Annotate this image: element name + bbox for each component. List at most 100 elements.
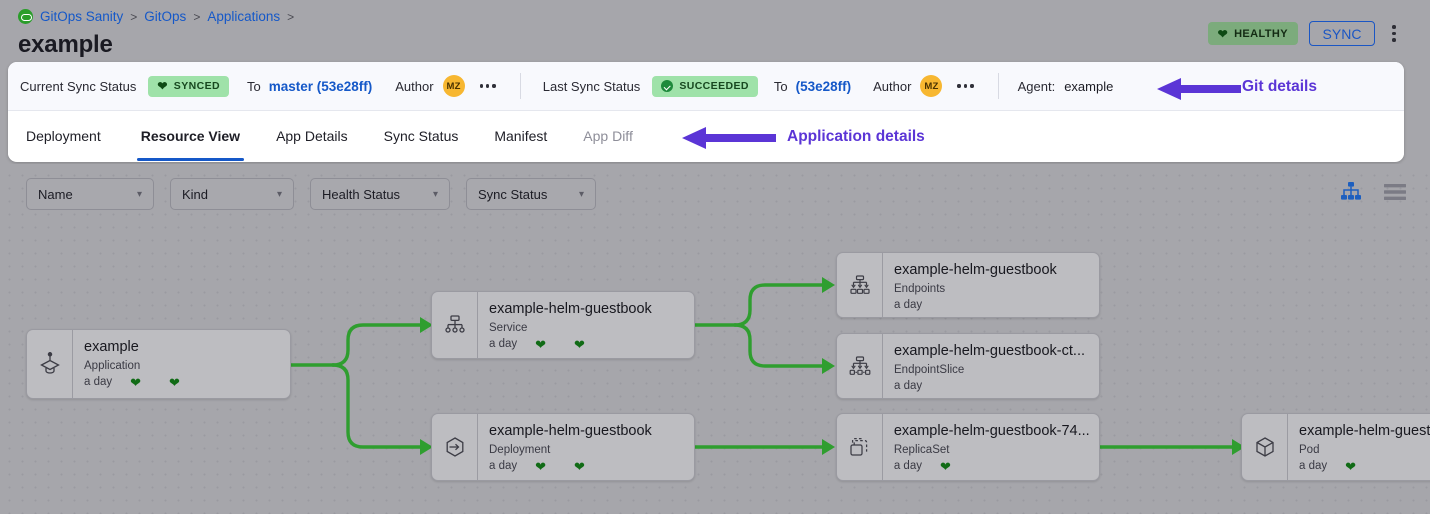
resource-node-kind: EndpointSlice xyxy=(894,363,965,376)
health-heart-icon: ❤ xyxy=(939,458,951,474)
resource-node-service[interactable]: example-helm-guestbook Service a day ❤ ❤ xyxy=(431,291,695,359)
deployment-icon xyxy=(432,414,478,480)
resource-node-replicaset[interactable]: example-helm-guestbook-74... ReplicaSet … xyxy=(836,413,1100,481)
resource-node-body: example-helm-guestbook Service a day ❤ ❤ xyxy=(478,292,662,358)
list-view-icon[interactable] xyxy=(1384,183,1406,201)
tab-resource-view[interactable]: Resource View xyxy=(123,111,258,161)
resource-node-name: example-helm-guestbook-ct... xyxy=(894,343,1085,359)
filter-bar: Name ▾ Kind ▾ Health Status ▾ Sync Statu… xyxy=(26,178,596,210)
last-revision-link[interactable]: (53e28ff) xyxy=(795,78,852,94)
resource-node-meta: a day ❤ ❤ xyxy=(489,338,652,351)
check-circle-icon xyxy=(661,80,674,92)
current-sync-status-label: Current Sync Status xyxy=(20,78,137,94)
resource-node-meta: a day xyxy=(894,380,1085,392)
current-author-label: Author xyxy=(395,78,434,94)
filter-kind[interactable]: Kind ▾ xyxy=(170,178,294,210)
health-status-badge: ❤ HEALTHY xyxy=(1207,22,1298,45)
breadcrumb-item-gitops[interactable]: GitOps xyxy=(144,9,187,24)
resource-node-age: a day xyxy=(489,460,518,473)
agent-value: example xyxy=(1064,78,1114,94)
heart-icon: ❤ xyxy=(1217,26,1229,41)
resource-node-kind: Application xyxy=(84,359,141,372)
sync-heart-icon: ❤ xyxy=(574,336,585,352)
resource-node-age: a day xyxy=(894,379,923,392)
resource-node-meta: a day ❤ xyxy=(894,460,1089,473)
top-header: GitOps Sanity > GitOps > Applications > … xyxy=(0,0,1430,64)
resource-node-age: a day xyxy=(893,460,922,473)
left-arrow-annotation xyxy=(682,127,776,149)
resource-tree-canvas[interactable]: example Application a day ❤ ❤ example-he… xyxy=(0,164,1430,514)
endpointslice-icon xyxy=(837,334,883,398)
current-to-label: To xyxy=(246,78,261,94)
agent-label: Agent: xyxy=(1017,78,1056,94)
health-heart-icon: ❤ xyxy=(535,458,547,474)
resource-node-meta: a day ❤ xyxy=(1299,460,1430,473)
tab-app-details[interactable]: App Details xyxy=(276,128,348,144)
filter-name[interactable]: Name ▾ xyxy=(26,178,154,210)
resource-node-name: example-helm-guest xyxy=(1299,423,1430,439)
service-icon xyxy=(432,292,478,358)
resource-node-kind: ReplicaSet xyxy=(893,443,950,456)
breadcrumb: GitOps Sanity > GitOps > Applications > xyxy=(18,9,294,24)
resource-node-endpointslice[interactable]: example-helm-guestbook-ct... EndpointSli… xyxy=(836,333,1100,399)
tree-view-icon[interactable] xyxy=(1340,182,1362,202)
page-title: example xyxy=(18,31,113,58)
vertical-dots-icon[interactable] xyxy=(1384,21,1404,46)
breadcrumb-item-applications[interactable]: Applications xyxy=(207,9,281,24)
sync-button[interactable]: SYNC xyxy=(1309,21,1375,46)
view-toggle-group xyxy=(1340,182,1406,202)
resource-node-age: a day xyxy=(1299,460,1328,473)
breadcrumb-item-gitops-sanity[interactable]: GitOps Sanity xyxy=(40,9,124,24)
filter-sync-status[interactable]: Sync Status ▾ xyxy=(466,178,596,210)
filter-kind-label: Kind xyxy=(182,186,209,202)
resource-node-meta: a day xyxy=(894,299,1057,311)
heart-icon: ❤ xyxy=(157,79,168,93)
current-sync-status-text: SYNCED xyxy=(173,80,220,92)
sync-heart-icon: ❤ xyxy=(169,374,180,390)
breadcrumb-separator-icon: > xyxy=(193,9,201,24)
breadcrumb-separator-icon: > xyxy=(287,9,295,24)
resource-node-meta: a day ❤ ❤ xyxy=(489,460,652,473)
health-heart-icon: ❤ xyxy=(1345,458,1357,474)
resource-node-name: example-helm-guestbook xyxy=(489,301,652,317)
filter-health-status[interactable]: Health Status ▾ xyxy=(310,178,450,210)
health-heart-icon: ❤ xyxy=(535,336,547,352)
resource-node-age: a day xyxy=(894,298,923,311)
gitops-logo-icon xyxy=(18,9,33,24)
resource-node-age: a day xyxy=(84,376,113,389)
resource-node-name: example-helm-guestbook-74... xyxy=(893,423,1089,439)
avatar: MZ xyxy=(442,75,465,97)
resource-node-kind: Endpoints xyxy=(894,282,946,295)
resource-node-deployment[interactable]: example-helm-guestbook Deployment a day … xyxy=(431,413,695,481)
avatar: MZ xyxy=(920,75,943,97)
current-revision-link[interactable]: master (53e28ff) xyxy=(268,78,373,94)
resource-node-body: example-helm-guestbook Endpoints a day xyxy=(883,253,1067,317)
resource-node-pod[interactable]: example-helm-guest Pod a day ❤ xyxy=(1241,413,1430,481)
tab-manifest[interactable]: Manifest xyxy=(494,128,548,144)
chevron-down-icon: ▾ xyxy=(578,188,584,200)
resource-node-name: example-helm-guestbook xyxy=(489,423,652,439)
resource-node-kind: Pod xyxy=(1299,443,1320,456)
resource-node-kind: Service xyxy=(489,321,528,334)
tab-sync-status[interactable]: Sync Status xyxy=(383,128,459,144)
resource-node-application[interactable]: example Application a day ❤ ❤ xyxy=(26,329,291,399)
resource-node-name: example xyxy=(84,339,139,355)
health-status-label: HEALTHY xyxy=(1234,27,1288,40)
endpoints-icon xyxy=(837,253,883,317)
replicaset-icon xyxy=(837,414,883,480)
last-sync-more-icon[interactable] xyxy=(957,84,974,88)
chevron-down-icon: ▾ xyxy=(276,188,282,200)
last-sync-status-label: Last Sync Status xyxy=(542,78,641,94)
divider xyxy=(519,73,521,99)
chevron-down-icon: ▾ xyxy=(136,188,142,200)
tab-deployment[interactable]: Deployment xyxy=(26,128,101,144)
current-sync-more-icon[interactable] xyxy=(479,84,496,88)
tab-app-diff[interactable]: App Diff xyxy=(583,128,633,144)
last-sync-status-badge: SUCCEEDED xyxy=(652,75,758,97)
resource-node-body: example-helm-guest Pod a day ❤ xyxy=(1288,414,1430,480)
sync-heart-icon: ❤ xyxy=(574,458,585,474)
resource-node-body: example-helm-guestbook-ct... EndpointSli… xyxy=(883,334,1095,398)
filter-name-label: Name xyxy=(38,186,73,202)
resource-node-endpoints[interactable]: example-helm-guestbook Endpoints a day xyxy=(836,252,1100,318)
git-details-annotation-label: Git details xyxy=(1242,78,1317,95)
